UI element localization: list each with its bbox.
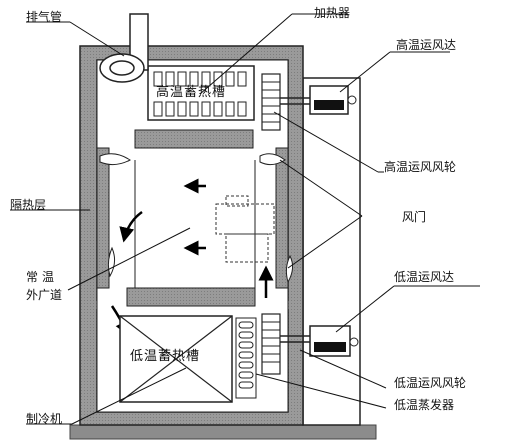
label-high-temp-tank: 高温蓄热槽 xyxy=(156,85,227,100)
cabinet-base xyxy=(69,424,377,440)
left-duct-wall xyxy=(96,147,110,289)
label-heater: 加热器 xyxy=(314,6,351,20)
label-damper: 风门 xyxy=(402,210,427,224)
label-low-temp-motor: 低温运风达 xyxy=(394,270,455,284)
label-low-temp-fan: 低温运风风轮 xyxy=(394,376,467,390)
label-room-temp-channel-1: 常温 xyxy=(26,270,59,284)
leader-lines xyxy=(10,13,480,425)
dashed-load xyxy=(215,195,275,263)
label-evaporator: 低温蒸发器 xyxy=(394,398,455,412)
heater-coils xyxy=(153,71,247,117)
label-low-temp-tank: 低温蓄热槽 xyxy=(130,349,201,364)
label-high-temp-motor: 高温运风达 xyxy=(396,38,457,52)
label-insulation: 隔热层 xyxy=(10,198,47,212)
upper-right-damper xyxy=(259,153,286,166)
right-duct-wall xyxy=(275,147,289,289)
upper-divider xyxy=(134,129,254,149)
evaporator-coils xyxy=(235,317,257,399)
label-refrigerator: 制冷机 xyxy=(26,412,63,426)
exhaust-pipe xyxy=(99,13,149,83)
lower-divider xyxy=(126,287,256,307)
high-temp-fan-wheel xyxy=(261,73,281,131)
label-exhaust-pipe: 排气管 xyxy=(26,10,63,24)
label-high-temp-fan: 高温运风风轮 xyxy=(384,160,457,174)
label-room-temp-channel-2: 外广道 xyxy=(26,288,63,302)
low-temp-fan-wheel xyxy=(261,313,281,375)
motor-housing xyxy=(302,77,361,426)
upper-left-damper xyxy=(99,153,131,166)
